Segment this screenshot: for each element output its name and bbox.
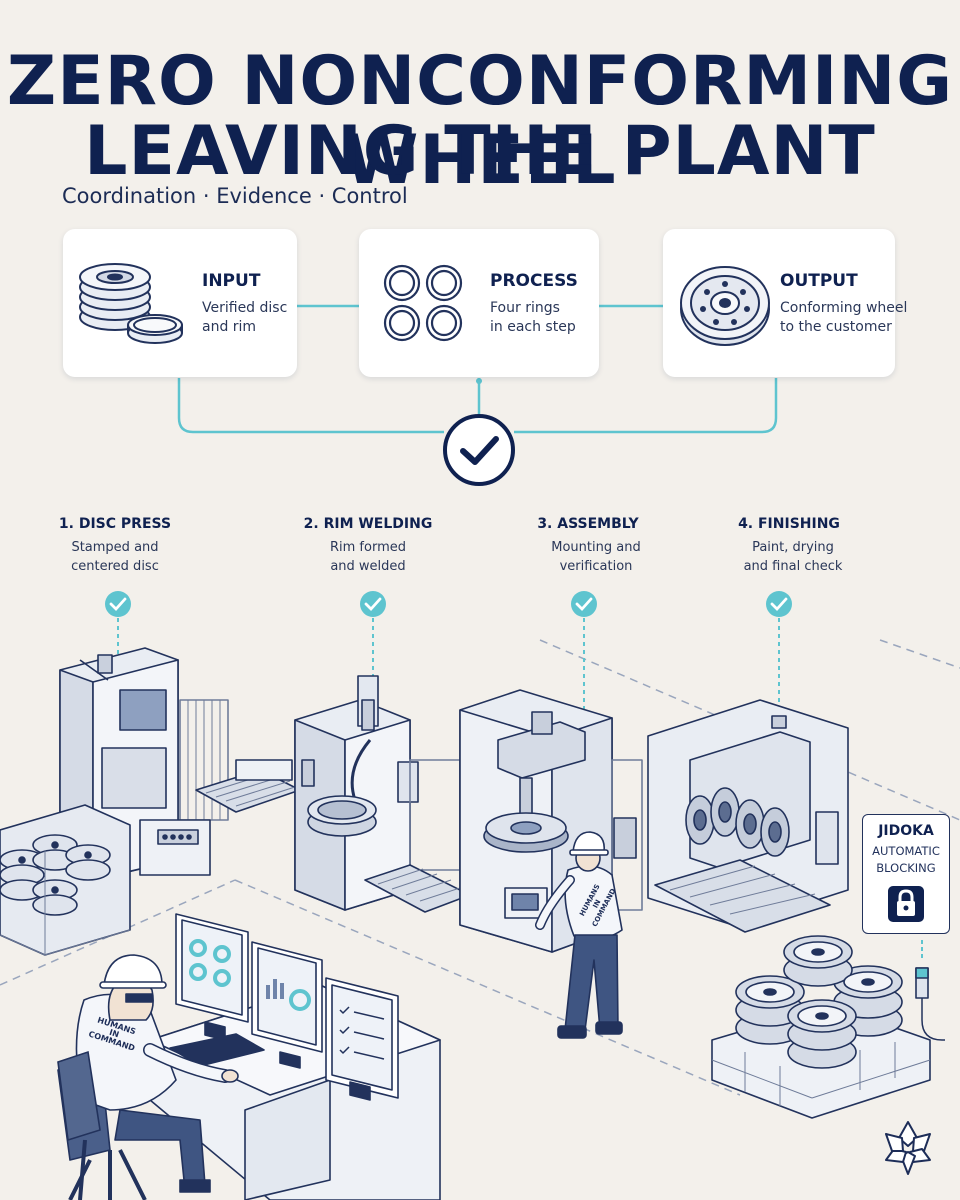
step-text-line-2: centered disc [71,559,159,574]
disc-stack-cage [0,804,131,956]
step-check-icon [766,591,792,718]
flow-card-text-line-2: in each step [490,319,576,335]
brand-logo-icon [885,1121,931,1175]
flow-card-output: OUTPUT Conforming wheel to the customer [663,229,907,377]
rim-welding-machine [294,675,461,911]
monitor-bank [169,913,399,1101]
flow-card-title: OUTPUT [780,271,858,291]
flow-card-process: PROCESS Four rings in each step [359,229,599,377]
flow-card-input: INPUT Verified disc and rim [63,229,297,377]
page-title-line-1: ZERO NONCONFORMING WHEEL [6,42,954,200]
step-text-line-1: Paint, drying [752,540,834,555]
step-text-line-1: Mounting and [551,540,641,555]
jidoka-line-2: BLOCKING [876,861,936,875]
flow-card-title: INPUT [202,271,261,291]
jidoka-callout: JIDOKA AUTOMATIC BLOCKING [862,814,950,934]
step-text-line-1: Stamped and [71,540,159,555]
office-chair [57,1050,101,1200]
step-title-rim-welding: 2. RIM WELDING [303,516,433,532]
step-text-line-2: and welded [330,559,406,574]
flow-card-title: PROCESS [490,271,578,291]
four-rings-icon [383,264,463,342]
page-title-line-2: LEAVING THE PLANT [84,112,876,191]
step-text-line-2: and final check [743,559,843,574]
conveyor-1 [195,759,301,813]
flow-card-text-line-1: Verified disc [202,300,288,316]
step-check-icons [105,591,792,838]
andon-light [915,940,945,1041]
steel-wheel-icon [680,266,770,346]
step-text-line-1: Rim formed [329,540,406,555]
page-subtitle: Coordination · Evidence · Control [62,184,408,208]
jidoka-title: JIDOKA [878,823,934,839]
central-check-icon [443,414,515,486]
step-text-line-2: verification [559,559,633,574]
step-title-disc-press: 1. DISC PRESS [58,516,172,532]
desk-operator [57,954,239,1200]
step-check-icon [571,591,597,838]
finishing-oven [647,699,849,933]
jidoka-line-1: AUTOMATIC [872,844,940,858]
flow-card-text-line-1: Conforming wheel [780,300,908,316]
flow-card-text-line-2: and rim [202,319,257,335]
padlock-icon [888,886,924,922]
flow-card-text-line-2: to the customer [780,319,892,335]
step-check-icon [105,591,131,655]
finished-wheel-pallet [711,935,931,1119]
step-title-finishing: 4. FINISHING [738,516,840,532]
step-title-assembly: 3. ASSEMBLY [537,516,639,532]
assembly-operator [535,831,623,1039]
step-check-icon [360,591,386,690]
flow-card-text-line-1: Four rings [490,300,560,316]
disc-and-rim-icon [79,263,183,344]
